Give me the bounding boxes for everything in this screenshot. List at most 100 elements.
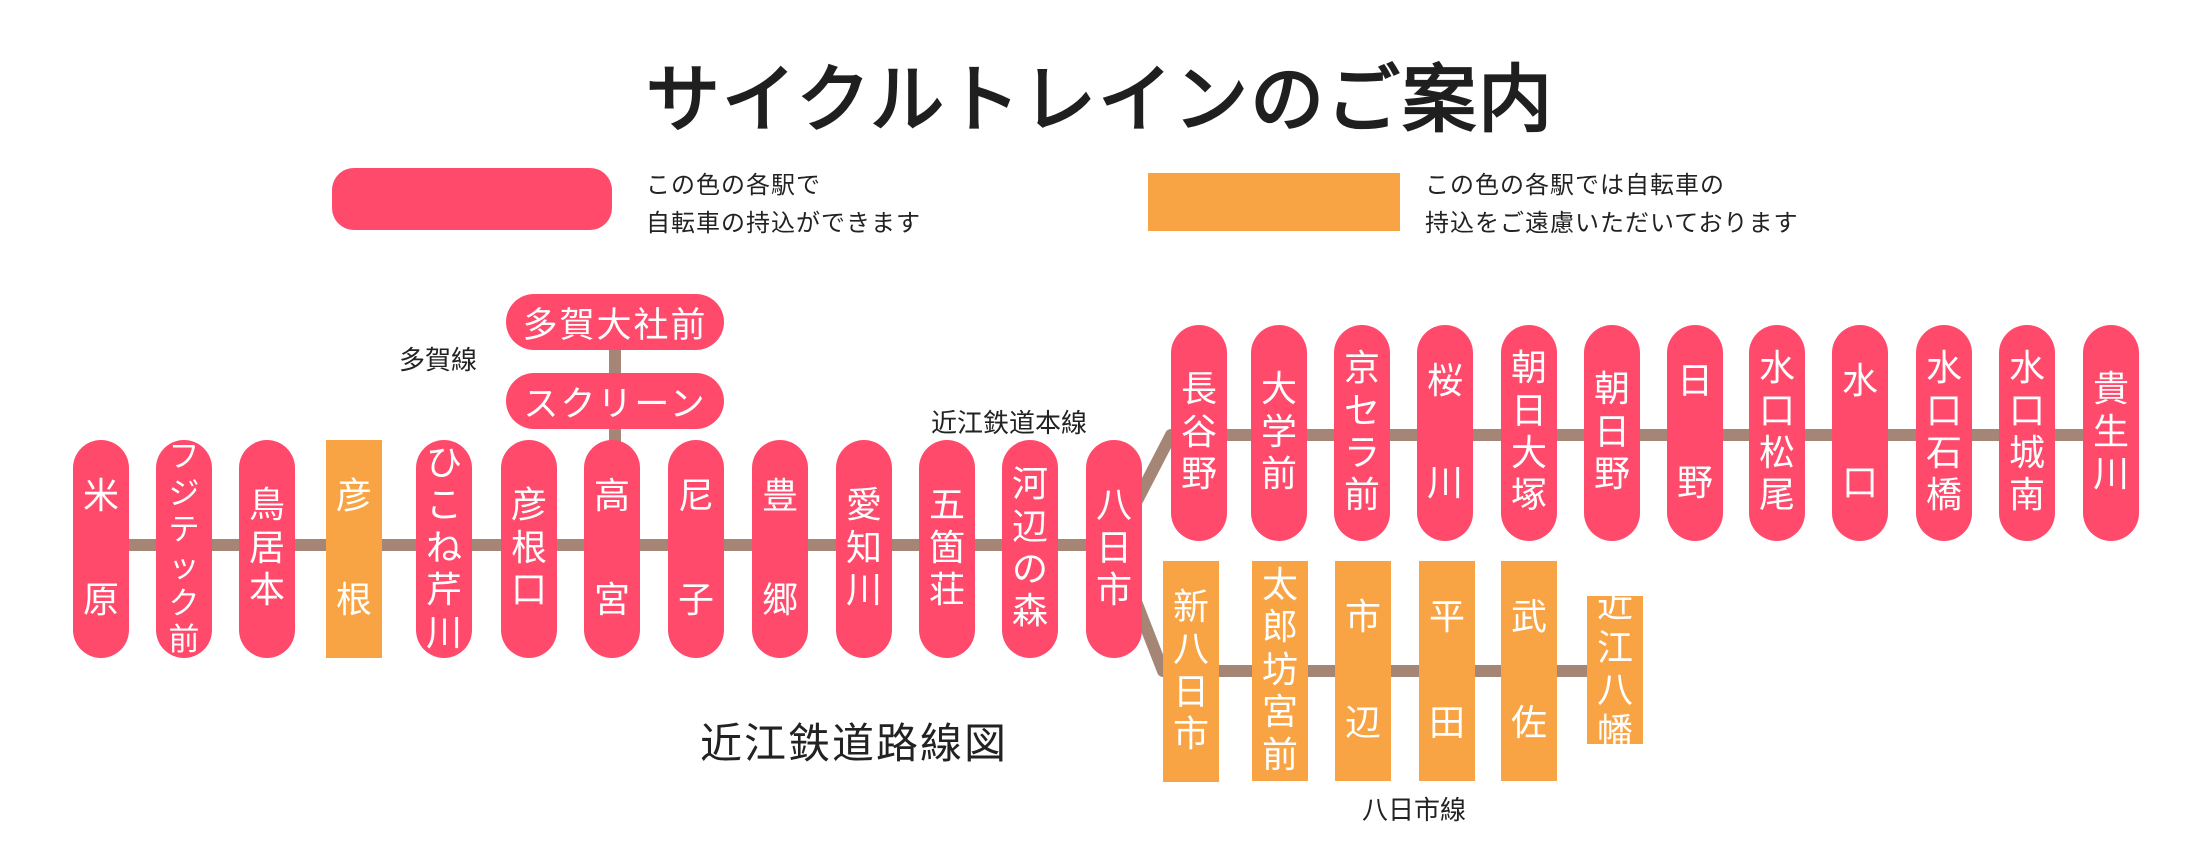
station-char: 日 xyxy=(1095,527,1132,569)
legend-refrain-line1: この色の各駅では自転車の xyxy=(1425,171,1725,199)
station-char: 居 xyxy=(248,527,285,569)
station-char: ッ xyxy=(168,549,200,585)
station-char: 桜 xyxy=(1426,361,1463,402)
station-char: 石 xyxy=(1925,433,1962,474)
yokaichi-line-label: 八日市線 xyxy=(1362,796,1467,826)
station-char: 口 xyxy=(1841,462,1878,504)
station-char: 辺 xyxy=(1344,702,1381,744)
station-char: 前 xyxy=(1261,734,1298,776)
station-yokaichi-3: 平田 xyxy=(1419,561,1475,781)
station-char: 市 xyxy=(1095,570,1132,612)
station-char: ね xyxy=(425,527,462,569)
station-main_line-8: 豊郷 xyxy=(752,440,808,658)
station-char: 八 xyxy=(1095,485,1132,527)
legend-text-refrain: この色の各駅では自転車の 持込をご遠慮いただいております xyxy=(1425,166,1799,242)
station-char: 日 xyxy=(1593,411,1630,453)
station-char: ク xyxy=(168,585,200,622)
station-char: 本 xyxy=(248,570,285,612)
station-char: 米 xyxy=(82,476,119,517)
station-upper-0: 長谷野 xyxy=(1171,325,1227,541)
station-char: 郎 xyxy=(1261,607,1298,649)
station-char: 橋 xyxy=(1925,475,1962,517)
station-upper-10: 水口城南 xyxy=(1999,325,2055,541)
legend-allowed-line2: 自転車の持込ができます xyxy=(646,209,921,237)
station-char: 荘 xyxy=(928,570,965,612)
station-char: 幡 xyxy=(1596,712,1633,754)
station-char: 八 xyxy=(1172,629,1209,671)
station-char: 日 xyxy=(1510,390,1547,432)
station-char: 箇 xyxy=(928,527,965,569)
station-char: 市 xyxy=(1344,597,1381,638)
station-char: 新 xyxy=(1172,586,1209,628)
station-char: 太 xyxy=(1261,564,1298,606)
station-main_line-0: 米原 xyxy=(73,440,129,658)
station-char: 水 xyxy=(1925,348,1962,390)
legend-text-allowed: この色の各駅で 自転車の持込ができます xyxy=(646,166,921,242)
station-char: 前 xyxy=(1343,475,1380,517)
station-yokaichi-1: 太郎坊宮前 xyxy=(1252,561,1308,781)
station-main_line-6: 高宮 xyxy=(584,440,640,658)
station-main_line-9: 愛知川 xyxy=(836,440,892,658)
station-char: 城 xyxy=(2008,433,2045,474)
station-char: 野 xyxy=(1676,462,1713,504)
station-char: 朝 xyxy=(1510,348,1547,390)
station-char: 愛 xyxy=(845,485,882,527)
station-yokaichi-0: 新八日市 xyxy=(1163,561,1219,782)
station-char: 原 xyxy=(82,579,119,621)
station-char: 平 xyxy=(1428,597,1465,638)
station-char: 日 xyxy=(1172,671,1209,713)
station-char: 川 xyxy=(2092,454,2129,496)
station-main_line-12: 八日市 xyxy=(1086,440,1142,658)
station-char: 前 xyxy=(168,622,200,659)
map-title: 近江鉄道路線図 xyxy=(700,719,1009,768)
station-char: 子 xyxy=(677,579,714,621)
station-char: 坊 xyxy=(1261,649,1298,691)
station-char: 江 xyxy=(1596,627,1633,669)
station-char: 野 xyxy=(1593,454,1630,496)
station-char: 川 xyxy=(1426,462,1463,504)
station-upper-5: 朝日野 xyxy=(1584,325,1640,541)
station-upper-3: 桜川 xyxy=(1417,325,1473,541)
station-char: 宮 xyxy=(593,579,630,621)
station-char: 尾 xyxy=(1758,475,1795,517)
station-char: 近 xyxy=(1596,585,1633,627)
station-char: 佐 xyxy=(1510,702,1547,744)
station-char: 前 xyxy=(1260,454,1297,496)
legend-swatch-refrain xyxy=(1148,173,1400,231)
station-screen: スクリーン xyxy=(506,373,724,429)
station-char: 田 xyxy=(1428,702,1465,744)
station-char: 彦 xyxy=(335,476,372,517)
station-char: 彦 xyxy=(510,485,547,527)
station-char: セ xyxy=(1343,390,1380,432)
station-upper-9: 水口石橋 xyxy=(1916,325,1972,541)
station-char: 塚 xyxy=(1510,475,1547,517)
station-main_line-2: 鳥居本 xyxy=(239,440,295,658)
station-upper-7: 水口松尾 xyxy=(1749,325,1805,541)
station-char: 鳥 xyxy=(248,485,285,527)
legend-refrain-line2: 持込をご遠慮いただいております xyxy=(1425,209,1799,237)
station-char: 京 xyxy=(1343,348,1380,390)
station-char: 根 xyxy=(510,527,547,569)
station-char: の xyxy=(1011,549,1048,590)
station-char: 野 xyxy=(1180,454,1217,496)
station-upper-8: 水口 xyxy=(1832,325,1888,541)
station-main_line-5: 彦根口 xyxy=(501,440,557,658)
station-main_line-4: ひこね芹川 xyxy=(416,440,472,658)
station-char: 郷 xyxy=(761,579,798,621)
station-char: 谷 xyxy=(1180,411,1217,453)
station-char: 尼 xyxy=(677,476,714,517)
station-char: 武 xyxy=(1510,597,1547,638)
station-upper-6: 日野 xyxy=(1667,325,1723,541)
station-yokaichi-4: 武佐 xyxy=(1501,561,1557,781)
station-char: 学 xyxy=(1260,411,1297,453)
legend-swatch-allowed xyxy=(332,168,612,230)
main-line-label: 近江鉄道本線 xyxy=(931,409,1088,439)
station-char: 辺 xyxy=(1011,506,1048,548)
page-title: サイクルトレインのご案内 xyxy=(645,57,1555,143)
station-char: ラ xyxy=(1343,433,1380,474)
station-char: 知 xyxy=(845,527,882,569)
station-char: 貴 xyxy=(2092,369,2129,411)
station-char: 口 xyxy=(510,570,547,612)
station-char: 水 xyxy=(1758,348,1795,390)
station-char: こ xyxy=(425,485,462,527)
